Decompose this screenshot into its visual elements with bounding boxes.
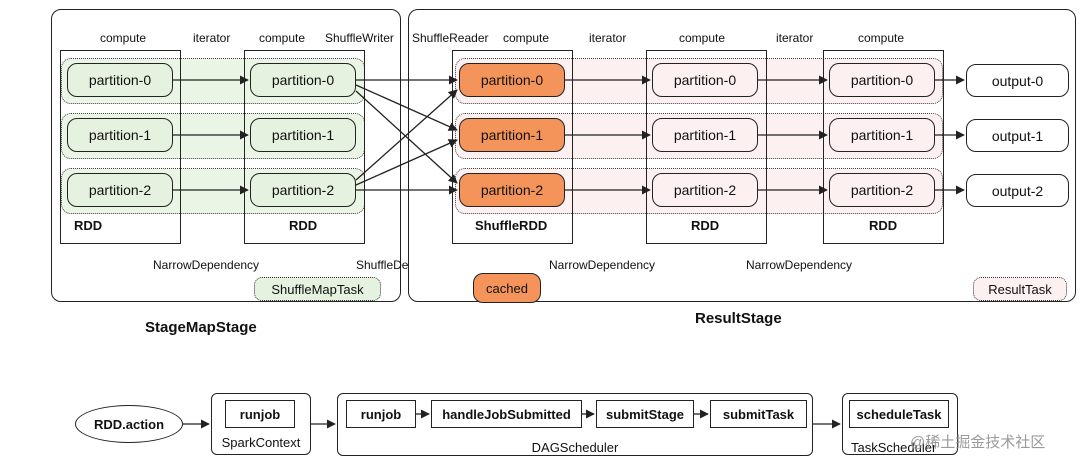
partition-node: partition-2 <box>250 173 356 207</box>
partition-node: partition-1 <box>652 118 758 152</box>
label-compute: compute <box>503 31 550 45</box>
shuffle-rdd-label: ShuffleRDD <box>475 218 548 233</box>
label-compute: compute <box>100 31 147 45</box>
cached-legend-badge: cached <box>473 273 541 303</box>
partition-node: partition-0 <box>250 63 356 97</box>
partition-node: partition-0 <box>652 63 758 97</box>
result-task-badge: ResultTask <box>973 277 1067 301</box>
label-iterator: iterator <box>589 31 627 45</box>
rdd-label: RDD <box>289 218 318 233</box>
rdd-box-result-a <box>646 50 767 244</box>
label-iterator: iterator <box>193 31 231 45</box>
dag-scheduler-label: DAGScheduler <box>531 440 619 455</box>
partition-node: partition-2 <box>652 173 758 207</box>
partition-node: partition-2 <box>829 173 935 207</box>
rdd-box-map-2 <box>244 50 365 244</box>
output-node: output-1 <box>966 119 1069 152</box>
rdd-box-result-b <box>823 50 944 244</box>
label-compute: compute <box>259 31 306 45</box>
partition-node: partition-1 <box>67 118 173 152</box>
schedule-task-step: scheduleTask <box>849 400 949 428</box>
partition-node: partition-0 <box>829 63 935 97</box>
shuffle-map-task-badge: ShuffleMapTask <box>254 277 381 301</box>
partition-node: partition-1 <box>829 118 935 152</box>
task-scheduler-label: TaskScheduler <box>851 440 937 455</box>
rdd-label: RDD <box>74 218 103 233</box>
runjob-step: runjob <box>225 400 295 428</box>
partition-node: partition-2 <box>67 173 173 207</box>
submit-task-step: submitTask <box>710 400 807 428</box>
partition-node: partition-2 <box>459 173 565 207</box>
runjob-step: runjob <box>346 400 416 428</box>
label-shuffle-reader: ShuffleReader <box>412 31 489 45</box>
narrow-dependency-label: NarrowDependency <box>549 258 656 272</box>
edge-arrow <box>355 139 458 186</box>
narrow-dependency-label: NarrowDependency <box>746 258 853 272</box>
submit-stage-step: submitStage <box>596 400 694 428</box>
label-compute: compute <box>858 31 905 45</box>
narrow-dependency-label: NarrowDependency <box>153 258 260 272</box>
edge-arrow <box>355 84 458 131</box>
partition-node: partition-1 <box>459 118 565 152</box>
partition-node: partition-0 <box>459 63 565 97</box>
result-stage-title: ResultStage <box>695 310 782 327</box>
edge-arrow <box>355 90 458 184</box>
rdd-box-map-1 <box>60 50 181 244</box>
rdd-label: RDD <box>869 218 898 233</box>
watermark: @稀土掘金技术社区 <box>910 434 1046 451</box>
handle-job-submitted-step: handleJobSubmitted <box>431 400 582 428</box>
partition-node: partition-1 <box>250 118 356 152</box>
label-shuffle-writer: ShuffleWriter <box>325 31 394 45</box>
partition-node: partition-0 <box>67 63 173 97</box>
rdd-action-node: RDD.action <box>75 405 183 443</box>
label-iterator: iterator <box>776 31 814 45</box>
output-node: output-0 <box>966 64 1069 97</box>
output-node: output-2 <box>966 174 1069 207</box>
spark-context-label: SparkContext <box>221 435 301 450</box>
map-stage-title: StageMapStage <box>145 319 257 336</box>
label-compute: compute <box>679 31 726 45</box>
rdd-label: RDD <box>691 218 720 233</box>
edge-arrow <box>355 89 458 181</box>
